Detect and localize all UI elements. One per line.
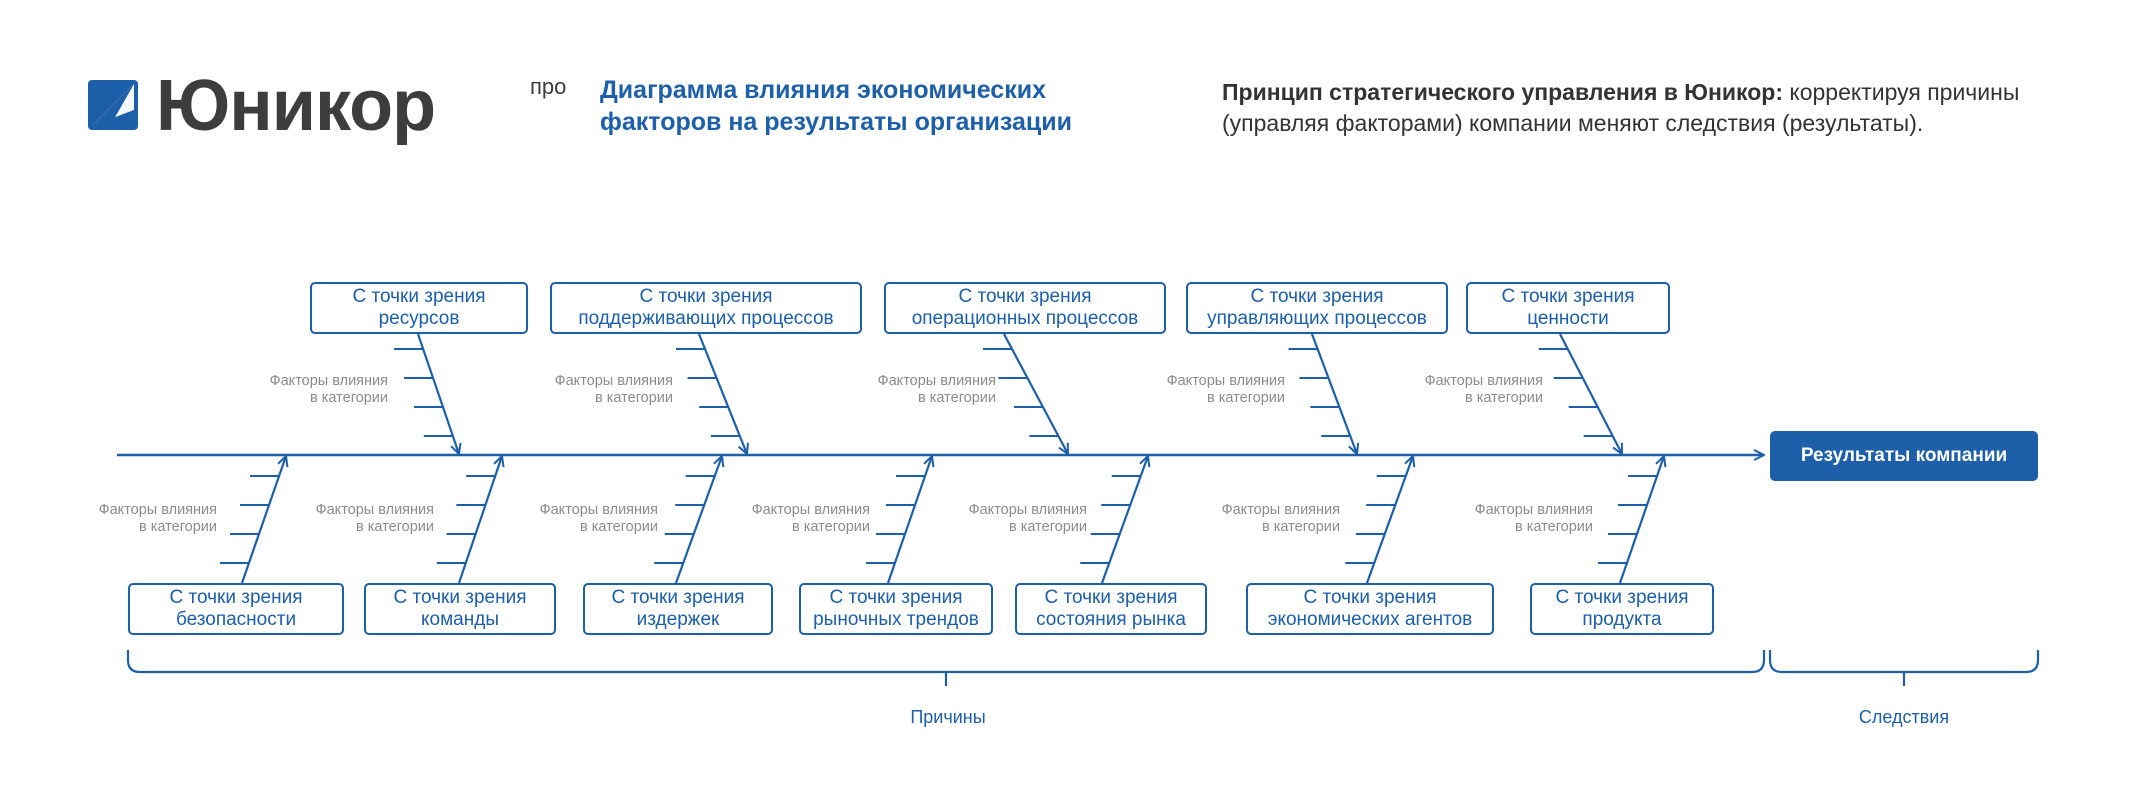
category-bone	[674, 456, 722, 584]
category-box-security: С точки зрения безопасности	[128, 583, 344, 635]
category-bone	[1003, 333, 1068, 454]
logo-suffix: про	[530, 74, 567, 99]
causes-brace	[126, 650, 1766, 674]
category-box-market-trends: С точки зрения рыночных трендов	[799, 583, 993, 635]
category-box-market-state: С точки зрения состояния рынка	[1015, 583, 1207, 635]
category-label-line-1: С точки зрения	[958, 286, 1092, 307]
category-label-line-2: поддерживающих процессов	[578, 308, 834, 329]
principle-statement: Принцип стратегического управления в Юни…	[1222, 77, 2102, 139]
category-bone	[697, 333, 747, 454]
category-bone	[457, 456, 502, 584]
effects-brace	[1768, 650, 2040, 674]
category-box-value: С точки зрения ценности	[1466, 282, 1670, 334]
category-bone	[1559, 333, 1622, 454]
category-label-line-1: С точки зрения	[1303, 587, 1437, 608]
category-box-team: С точки зрения команды	[364, 583, 556, 635]
category-label-line-2: управляющих процессов	[1207, 308, 1427, 329]
category-label-line-2: ценности	[1527, 308, 1609, 329]
category-bone	[886, 456, 932, 584]
category-label-line-1: С точки зрения	[393, 587, 527, 608]
diagram-title-line-2: факторов на результаты организации	[600, 108, 1073, 136]
category-label-line-2: безопасности	[175, 609, 297, 630]
category-label-line-1: С точки зрения	[169, 587, 303, 608]
category-bone	[1365, 456, 1413, 584]
category-label-line-1: С точки зрения	[1044, 587, 1178, 608]
principle-heading: Принцип стратегического управления в Юни…	[1222, 79, 1783, 105]
category-label-line-2: состояния рынка	[1036, 609, 1186, 630]
category-bone	[1310, 333, 1357, 454]
category-label-line-2: рыночных трендов	[813, 609, 979, 630]
category-label-line-1: С точки зрения	[611, 587, 745, 608]
category-label-line-2: продукта	[1582, 609, 1662, 630]
category-label-line-1: С точки зрения	[352, 286, 486, 307]
brace-label-causes: Причины	[910, 707, 986, 727]
category-label-line-2: издержек	[636, 609, 720, 630]
category-box-management-processes: С точки зрения управляющих процессов	[1186, 282, 1448, 334]
category-label-line-2: экономических агентов	[1267, 609, 1473, 630]
category-label-line-2: команды	[421, 609, 499, 630]
effect-box-company-results: Результаты компании	[1770, 431, 2038, 481]
principle-text: корректируя причины (управляя факторами)…	[1222, 79, 2020, 136]
category-box-economic-agents: С точки зрения экономических агентов	[1246, 583, 1494, 635]
diagram-title-line-1: Диаграмма влияния экономических	[600, 76, 1046, 104]
category-box-costs: С точки зрения издержек	[583, 583, 773, 635]
category-label-line-2: операционных процессов	[911, 308, 1139, 329]
category-box-operational-processes: С точки зрения операционных процессов	[884, 282, 1166, 334]
category-box-resources: С точки зрения ресурсов	[310, 282, 528, 334]
brace-label-effects: Следствия	[1858, 707, 1950, 727]
category-label-line-1: С точки зрения	[639, 286, 773, 307]
category-label-line-2: ресурсов	[378, 308, 460, 329]
category-label-line-1: С точки зрения	[829, 587, 963, 608]
category-bone	[416, 333, 459, 454]
category-label-line-1: С точки зрения	[1501, 286, 1635, 307]
category-label-line-1: С точки зрения	[1250, 286, 1384, 307]
category-bone	[1618, 456, 1664, 584]
category-bone	[1100, 456, 1148, 584]
category-box-supporting-processes: С точки зрения поддерживающих процессов	[550, 282, 862, 334]
diagram-title: Диаграмма влияния экономических факторов…	[600, 74, 1160, 138]
logo-mark-icon	[88, 80, 138, 130]
category-label-line-1: С точки зрения	[1555, 587, 1689, 608]
logo-wordmark: Юникор	[156, 66, 436, 146]
category-bone	[240, 456, 286, 584]
category-box-product: С точки зрения продукта	[1530, 583, 1714, 635]
